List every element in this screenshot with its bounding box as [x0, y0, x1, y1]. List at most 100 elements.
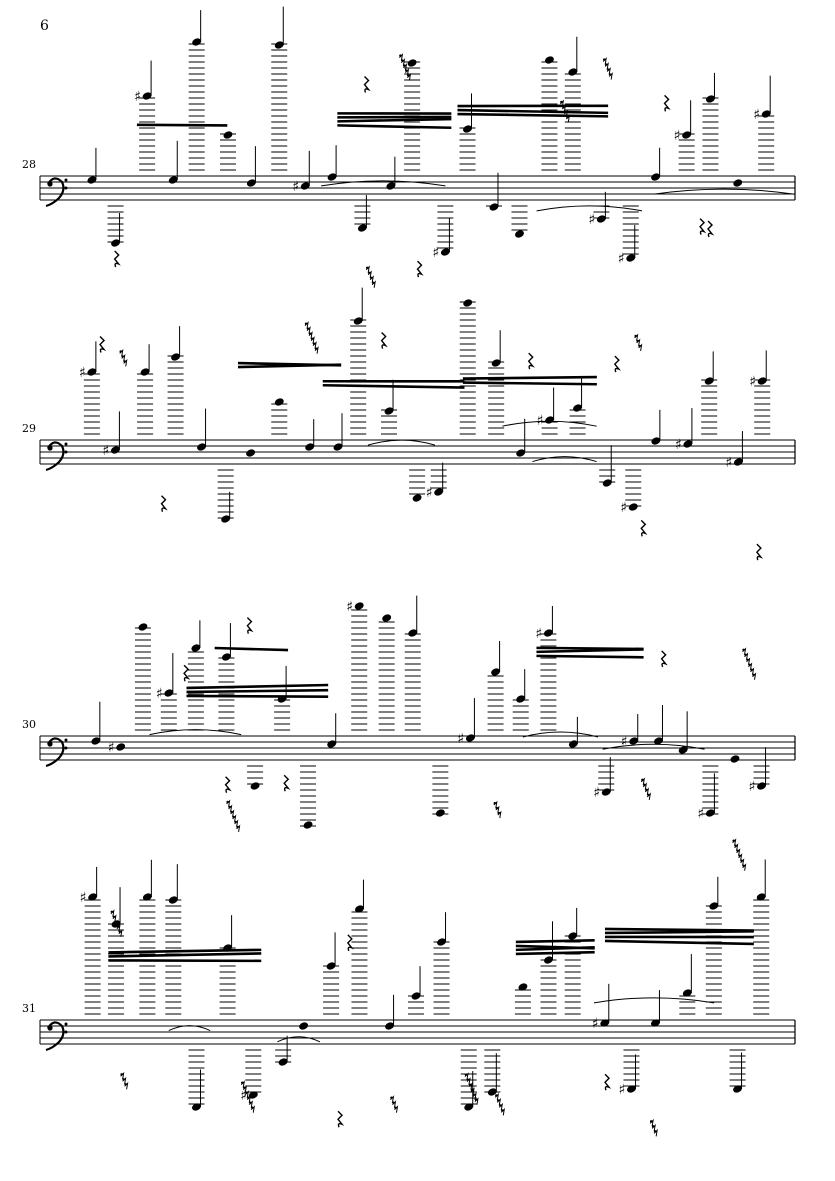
rest-mark: [497, 811, 501, 815]
rest-mark: [643, 783, 646, 787]
beam: [515, 938, 595, 944]
note-head: [568, 932, 578, 940]
note-head: [333, 443, 343, 451]
rest-mark: [241, 1081, 244, 1084]
note-head: [678, 746, 688, 754]
sharp-accidental: ♯: [749, 374, 756, 390]
bass-clef-icon: [64, 1030, 68, 1034]
rest-mark: [562, 105, 565, 109]
note-head: [516, 449, 526, 457]
rest-mark: [495, 1094, 498, 1097]
note-head: [654, 737, 663, 745]
beam: [337, 117, 452, 123]
rest-mark: [116, 925, 120, 928]
note-head: [355, 905, 364, 913]
rest-mark: [230, 810, 233, 814]
note-head: [87, 176, 97, 184]
rest-mark: [369, 276, 373, 279]
rest-mark: [310, 337, 314, 340]
beam: [237, 363, 342, 369]
note-head: [88, 893, 98, 901]
rest-mark: [649, 1120, 653, 1123]
tie: [532, 456, 597, 463]
sharp-accidental: ♯: [79, 365, 86, 381]
bass-clef-icon: [64, 442, 68, 446]
note-head: [168, 176, 178, 184]
note-head: [568, 740, 578, 748]
note-head: [515, 230, 524, 238]
note-head: [544, 56, 554, 64]
beam: [515, 950, 595, 956]
note-head: [487, 1088, 497, 1096]
sharp-accidental: ♯: [432, 245, 439, 261]
rest-mark: [750, 668, 753, 671]
beam: [604, 930, 754, 935]
note-head: [596, 215, 606, 223]
tie: [522, 731, 599, 738]
note-head: [192, 1103, 201, 1111]
bass-clef-icon: [45, 1021, 65, 1052]
measure-number: 30: [22, 718, 36, 731]
measure-number: 29: [22, 422, 36, 435]
rest-mark: [392, 1101, 395, 1104]
note-head: [110, 446, 120, 454]
beam: [457, 108, 609, 115]
rest-mark: [499, 1104, 502, 1107]
rest-mark: [608, 73, 612, 76]
note-head: [142, 92, 152, 100]
note-head: [221, 515, 231, 523]
tie: [168, 1025, 211, 1032]
rest-mark: [472, 1093, 476, 1096]
note-head: [651, 437, 661, 445]
tie: [367, 439, 436, 446]
bass-clef-icon: [64, 1022, 68, 1026]
rest-mark: [232, 815, 235, 819]
sharp-accidental: ♯: [753, 107, 760, 123]
note-head: [545, 416, 555, 424]
rest-mark: [114, 920, 118, 923]
note-head: [192, 38, 202, 46]
note-head: [164, 689, 174, 697]
sharp-accidental: ♯: [697, 806, 704, 822]
note-head: [682, 131, 692, 139]
rest-mark: [120, 1073, 123, 1076]
beam: [186, 694, 329, 699]
sharp-accidental: ♯: [102, 443, 109, 459]
page-number: 6: [40, 18, 49, 34]
note-head: [491, 359, 501, 367]
tie: [321, 180, 446, 187]
rest-mark: [401, 59, 404, 62]
sharp-accidental: ♯: [593, 785, 600, 801]
beam: [186, 688, 329, 694]
note-head: [250, 782, 260, 790]
rest-mark: [113, 250, 121, 268]
note-head: [440, 248, 450, 256]
rest-mark: [124, 1083, 127, 1086]
beam: [536, 648, 644, 654]
note-head: [87, 368, 97, 376]
note-head: [733, 458, 743, 466]
note-head: [733, 179, 743, 187]
note-head: [303, 821, 313, 829]
note-head: [111, 239, 121, 247]
rest-mark: [641, 778, 644, 782]
rest-mark: [110, 910, 114, 913]
rest-mark: [118, 930, 122, 933]
bass-clef-icon: [47, 741, 53, 747]
rest-mark: [566, 115, 569, 119]
rest-mark: [493, 801, 497, 805]
note-head: [140, 368, 150, 376]
bass-clef-icon: [64, 746, 68, 750]
sharp-accidental: ♯: [620, 500, 627, 516]
note-head: [463, 125, 472, 133]
note-head: [464, 1103, 474, 1111]
note-head: [650, 1019, 660, 1027]
beam: [108, 948, 262, 954]
note-head: [353, 317, 363, 325]
beam: [604, 939, 754, 946]
note-head: [491, 668, 501, 676]
note-head: [91, 737, 101, 745]
beam: [186, 683, 329, 690]
note-head: [568, 68, 578, 76]
system-2: 29♯♯♯♯♯♯♯♯: [22, 287, 796, 561]
